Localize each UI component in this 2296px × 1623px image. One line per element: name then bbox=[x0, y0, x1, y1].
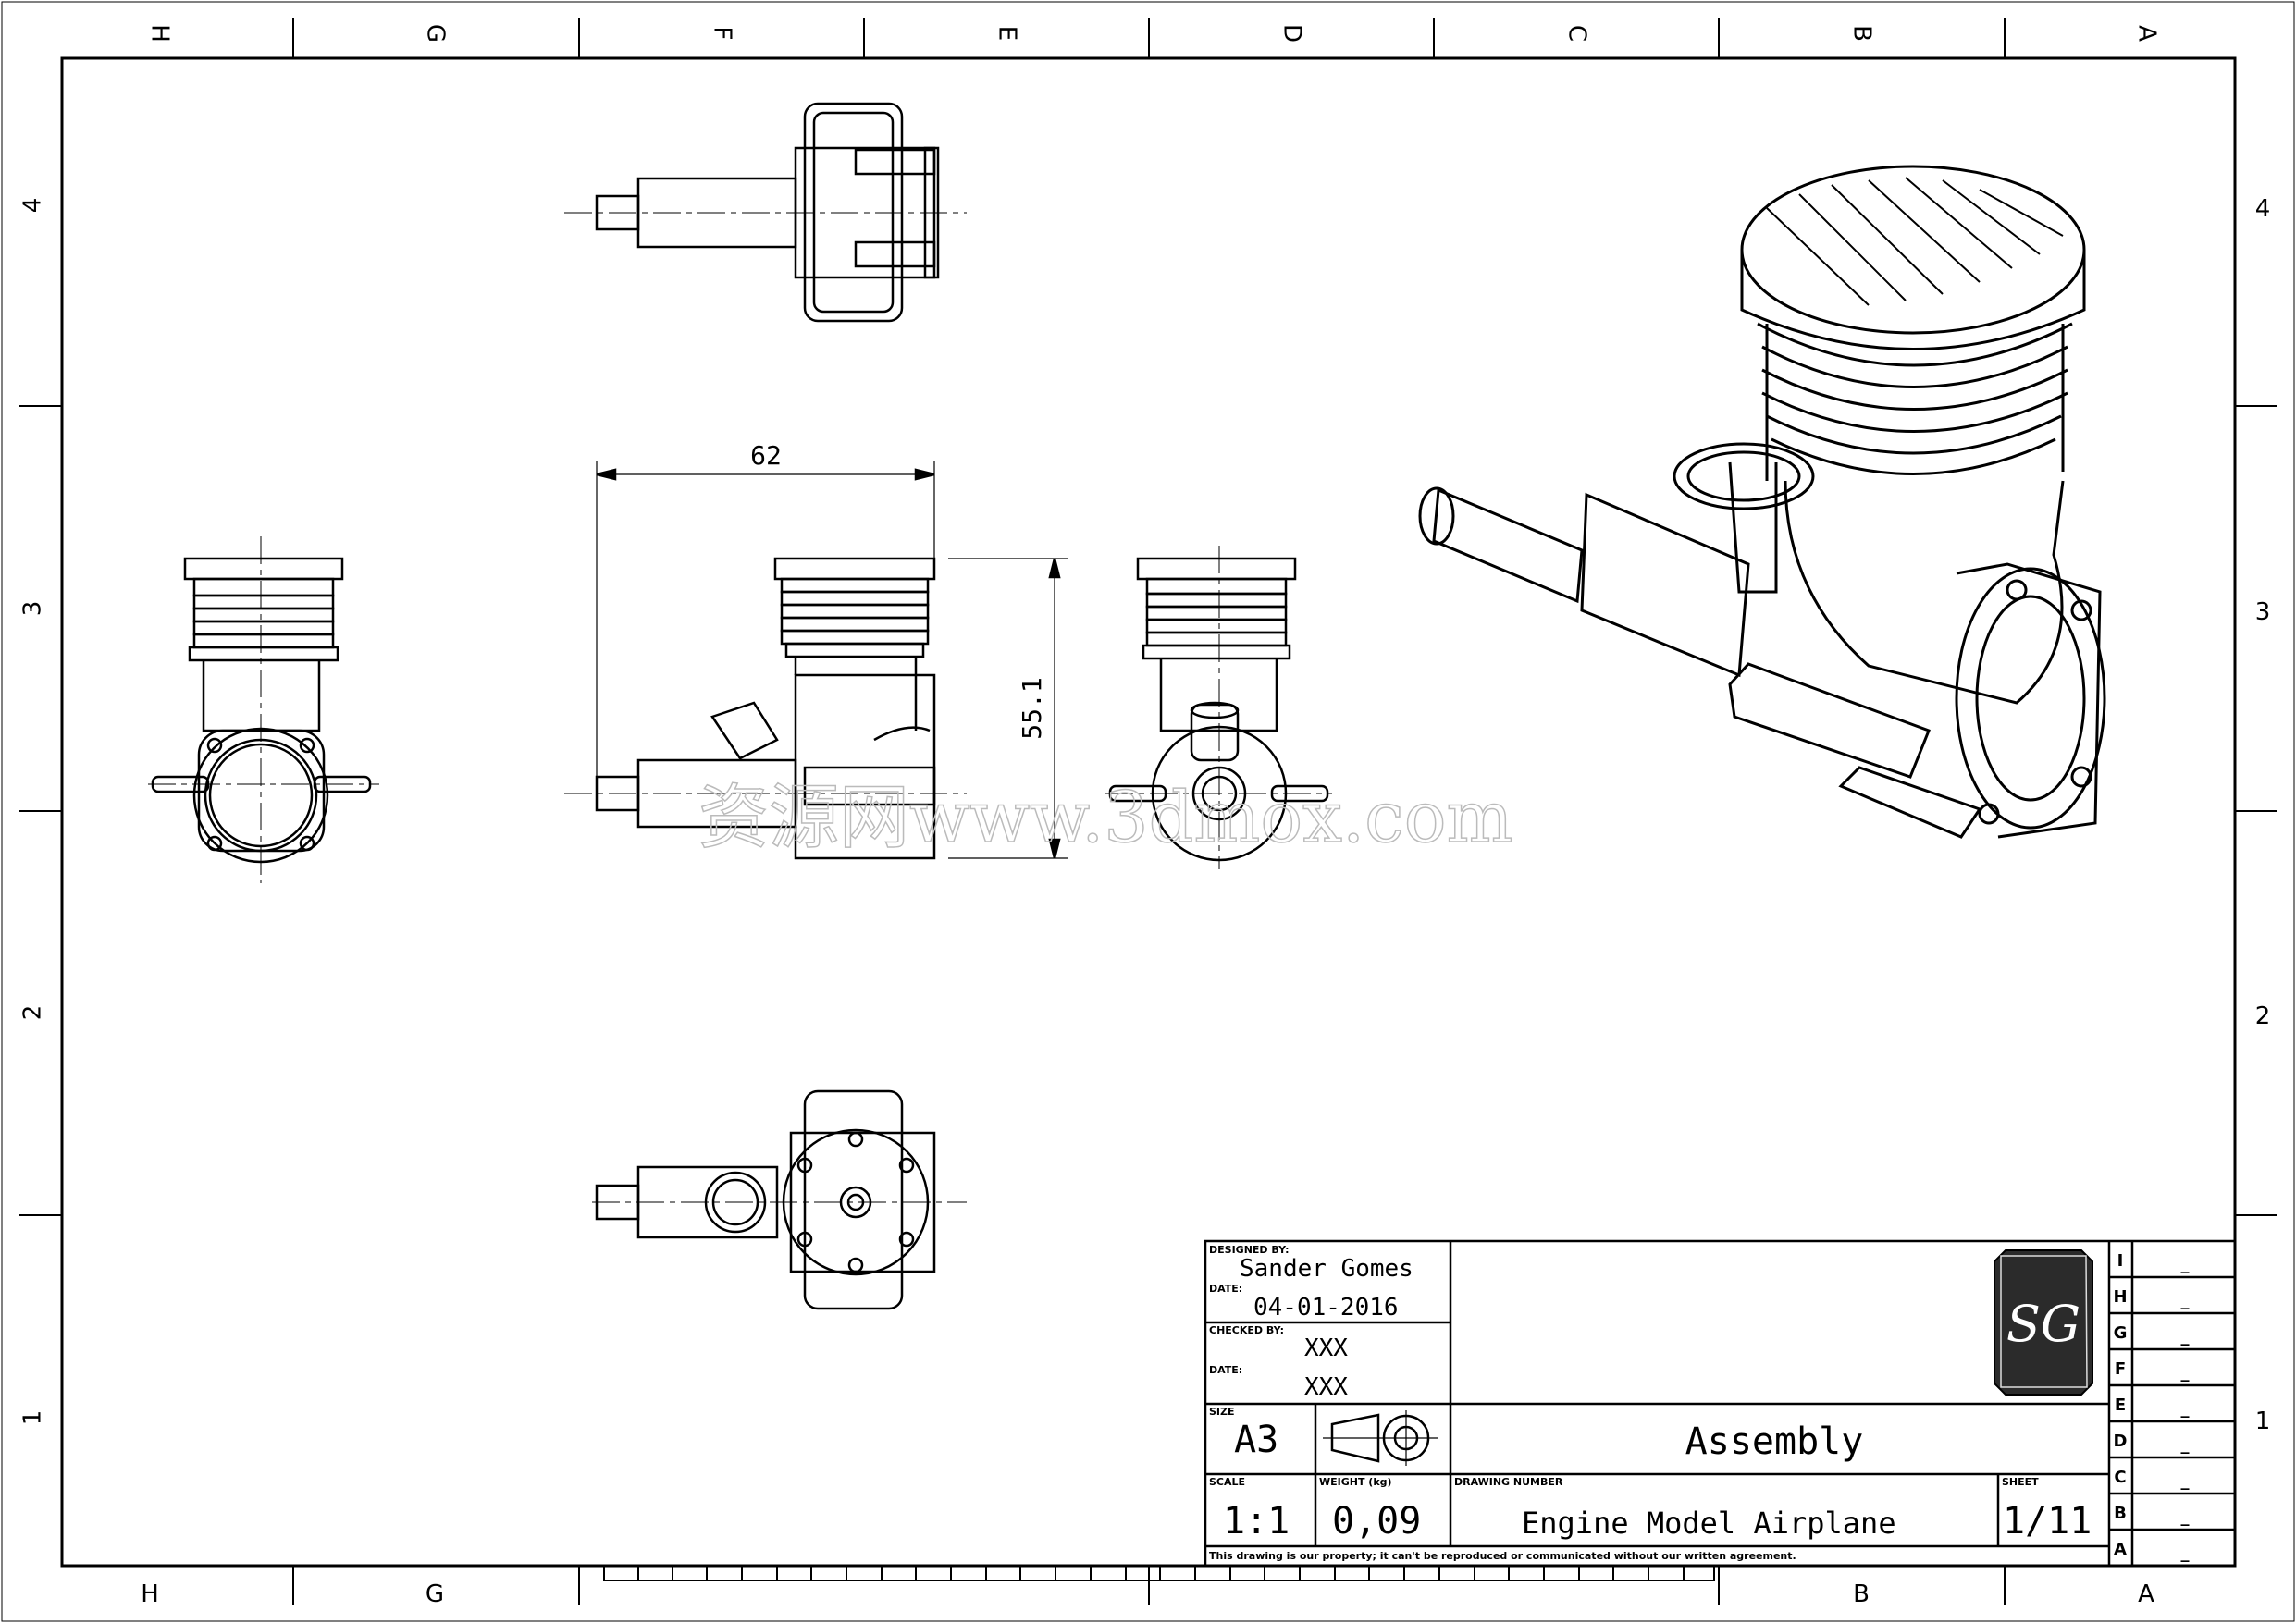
revision-letter: D bbox=[2114, 1432, 2128, 1451]
right-row-numbers: 4 3 2 1 bbox=[2255, 195, 2271, 1435]
scale: 1:1 bbox=[1223, 1500, 1290, 1543]
date2-label: DATE: bbox=[1209, 1364, 1242, 1376]
isometric-view bbox=[1418, 165, 2106, 839]
weight-label: WEIGHT (kg) bbox=[1319, 1476, 1392, 1488]
date-label: DATE: bbox=[1209, 1283, 1242, 1295]
revision-letter: E bbox=[2115, 1396, 2126, 1415]
revision-value: _ bbox=[2181, 1507, 2190, 1527]
zone-letter: B bbox=[1848, 25, 1876, 42]
bottom-zone-letters: H G B A bbox=[141, 1580, 2154, 1608]
projection-symbol-icon bbox=[1323, 1410, 1438, 1466]
row-number: 2 bbox=[19, 1005, 47, 1021]
bottom-view bbox=[592, 1089, 967, 1310]
top-zone-letters: H G F E D C B A bbox=[146, 24, 2161, 43]
drawing-number-label: DRAWING NUMBER bbox=[1454, 1476, 1563, 1488]
dimension-width: 62 bbox=[750, 440, 782, 471]
top-zone-ticks bbox=[292, 18, 2006, 58]
title-block bbox=[1204, 1239, 2237, 1568]
zone-letter: B bbox=[1853, 1580, 1870, 1608]
revision-letter: F bbox=[2115, 1359, 2126, 1379]
revision-value: _ bbox=[2181, 1327, 2190, 1346]
scale-ruler bbox=[578, 1565, 1715, 1605]
revision-value: _ bbox=[2181, 1255, 2190, 1274]
sheet-label: SHEET bbox=[2002, 1476, 2039, 1488]
drawing-title: Assembly bbox=[1685, 1420, 1864, 1463]
designed-by: Sander Gomes bbox=[1240, 1255, 1413, 1283]
footer-note: This drawing is our property; it can't b… bbox=[1209, 1550, 1796, 1562]
row-number: 3 bbox=[2255, 598, 2271, 626]
bottom-zone-ticks bbox=[292, 1566, 2006, 1605]
revision-letter: A bbox=[2114, 1540, 2127, 1559]
logo-text: SG bbox=[2006, 1295, 2080, 1353]
revision-letter: H bbox=[2113, 1287, 2127, 1307]
size-label: SIZE bbox=[1209, 1406, 1235, 1418]
checked-by-label: CHECKED BY: bbox=[1209, 1324, 1284, 1336]
date: 04-01-2016 bbox=[1253, 1294, 1399, 1322]
left-row-numbers: 4 3 2 1 bbox=[19, 198, 47, 1426]
row-number: 1 bbox=[2255, 1408, 2271, 1435]
zone-letter: H bbox=[141, 1580, 159, 1608]
left-view bbox=[148, 536, 379, 883]
revision-value: _ bbox=[2181, 1399, 2190, 1419]
zone-letter: G bbox=[426, 1580, 444, 1608]
revision-letter: C bbox=[2114, 1468, 2126, 1487]
revision-letter: I bbox=[2117, 1251, 2124, 1271]
size: A3 bbox=[1234, 1419, 1278, 1461]
dimension-height: 55.1 bbox=[1017, 677, 1047, 739]
drawing-number: Engine Model Airplane bbox=[1522, 1506, 1896, 1541]
zone-letter: A bbox=[2138, 1580, 2154, 1608]
sg-logo: SG bbox=[1994, 1249, 2093, 1396]
right-view bbox=[1105, 546, 1332, 869]
zone-letter: E bbox=[994, 26, 1021, 41]
designed-by-label: DESIGNED BY: bbox=[1209, 1244, 1290, 1256]
revision-value: _ bbox=[2181, 1471, 2190, 1491]
side-row-ticks bbox=[19, 405, 2277, 1216]
date2: XXX bbox=[1304, 1373, 1348, 1401]
revision-value: _ bbox=[2181, 1435, 2190, 1455]
revision-letter: G bbox=[2114, 1323, 2128, 1343]
row-number: 4 bbox=[19, 198, 47, 214]
row-number: 3 bbox=[19, 601, 47, 617]
front-view bbox=[564, 461, 1068, 860]
checked-by: XXX bbox=[1304, 1334, 1348, 1362]
zone-letter: H bbox=[146, 24, 174, 43]
zone-letter: G bbox=[422, 24, 450, 43]
revision-letter: B bbox=[2114, 1504, 2127, 1523]
zone-letter: C bbox=[1563, 25, 1591, 42]
revision-value: _ bbox=[2181, 1291, 2190, 1310]
zone-letter: D bbox=[1278, 24, 1306, 43]
top-view bbox=[564, 102, 967, 323]
sheet-number: 1/11 bbox=[2003, 1500, 2092, 1543]
weight: 0,09 bbox=[1332, 1500, 1421, 1543]
row-number: 4 bbox=[2255, 195, 2271, 223]
revision-table: I H G F E D C B A _ _ _ _ _ _ _ _ _ bbox=[2113, 1251, 2189, 1563]
scale-label: SCALE bbox=[1209, 1476, 1245, 1488]
revision-value: _ bbox=[2181, 1543, 2190, 1563]
row-number: 2 bbox=[2255, 1002, 2271, 1030]
row-number: 1 bbox=[19, 1410, 47, 1426]
watermark: 资源网www.3dmox.com bbox=[698, 776, 1513, 858]
zone-letter: F bbox=[709, 27, 736, 41]
revision-value: _ bbox=[2181, 1363, 2190, 1383]
zone-letter: A bbox=[2133, 25, 2161, 42]
